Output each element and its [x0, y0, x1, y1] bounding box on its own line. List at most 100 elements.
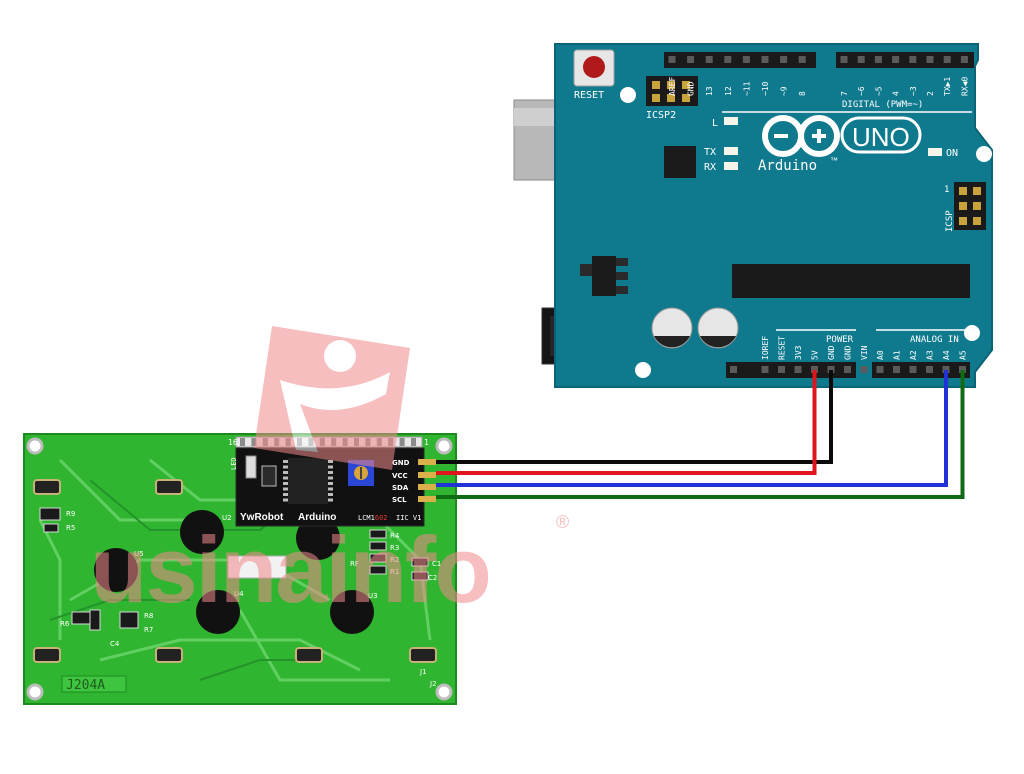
backpack-model-a: LCM1 [358, 514, 375, 522]
header-hole [794, 366, 802, 373]
wire-gnd-to-gnd [436, 370, 833, 464]
component-label: R2 [390, 556, 399, 564]
chip-leg [328, 460, 333, 463]
backpack-jumper [261, 465, 277, 487]
digital-pin-label: ~9 [780, 86, 789, 96]
backpack-model-b: 602 [375, 514, 388, 522]
component-label: U2 [222, 514, 232, 522]
chip-leg [328, 498, 333, 502]
power-pin-label: VIN [860, 345, 869, 360]
component-label: U5 [134, 550, 144, 558]
watermark: usinainfo ® [90, 326, 569, 622]
icsp2-label: ICSP2 [646, 110, 676, 121]
arduino-pcb [554, 43, 993, 388]
smd-component [89, 609, 101, 631]
component-label: C2 [428, 574, 437, 582]
led-on-label: ON [946, 148, 958, 159]
capacitor [697, 307, 739, 349]
led-l-label: L [712, 118, 718, 129]
chip-leg [328, 493, 333, 496]
mount-hole [435, 683, 453, 701]
chip-leg [328, 482, 333, 485]
analog-pin-label: A0 [876, 350, 885, 360]
digital-pin-label: ~5 [874, 86, 883, 96]
header-hole [730, 366, 737, 373]
header-pin [959, 187, 967, 195]
header-pin [652, 81, 660, 89]
analog-pin-label: A3 [926, 350, 935, 360]
header-pin [251, 438, 257, 446]
header-hole [926, 56, 934, 63]
component-label: C1 [432, 560, 441, 568]
header-hole [909, 56, 917, 63]
mount-hole [435, 437, 453, 455]
watermark-registered: ® [556, 512, 569, 532]
header-pin [682, 81, 690, 89]
usb-chip [664, 146, 696, 178]
header-pin [667, 94, 675, 102]
component-label: R5 [66, 524, 75, 532]
smd-component [411, 557, 429, 567]
component-label: J1 [419, 668, 427, 676]
header-hole [844, 366, 851, 373]
header-hole [926, 366, 933, 373]
header-hole [778, 366, 785, 373]
icsp-pin1-label: 1 [944, 185, 949, 195]
power-pin-label: 3V3 [794, 345, 803, 360]
chip-leg [328, 471, 333, 474]
analog-pin-label: A2 [909, 350, 918, 360]
component-label: RF [350, 560, 359, 568]
sticker [227, 555, 287, 579]
wire-scl-to-a5 [436, 370, 965, 499]
backpack-pin-scl [418, 496, 436, 502]
power-label: POWER [826, 335, 854, 345]
smd-component [369, 565, 387, 575]
component-label: R4 [390, 532, 400, 540]
reset-label: RESET [574, 90, 604, 101]
bezel-clip [33, 647, 61, 663]
analog-pin-label: A1 [893, 350, 902, 360]
analog-pin-label: A5 [959, 350, 968, 360]
component-label: R7 [144, 626, 153, 634]
header-pin [667, 81, 675, 89]
wire-vcc-to-5v [436, 370, 817, 475]
chip-leg [283, 487, 288, 491]
header-hole [724, 56, 732, 63]
infinity-icon [762, 115, 840, 157]
component-label: R8 [144, 612, 153, 620]
driver-chip-u3 [330, 590, 374, 634]
header-hole [742, 56, 750, 63]
header-hole [857, 56, 865, 63]
digital-pin-label: AREF [668, 77, 677, 96]
capacitor [651, 307, 693, 349]
mount-hole [635, 362, 651, 378]
driver-chip [296, 516, 340, 560]
mount-hole [976, 146, 992, 162]
smd-component [119, 611, 139, 629]
header-pin [973, 217, 981, 225]
wire-sda-to-a4 [436, 370, 948, 487]
mount-hole [26, 683, 44, 701]
backpack-model-c: IIC V1 [396, 514, 421, 522]
bezel-clip [155, 479, 183, 495]
led-rx-label: RX [704, 162, 716, 173]
svg-text:LCM1602: LCM1602 [358, 514, 388, 522]
backpack-product: Arduino [298, 512, 336, 523]
header-hole [780, 56, 788, 63]
chip-leg [328, 465, 333, 469]
header-pin [240, 438, 245, 446]
smd-component [71, 611, 91, 625]
smd-component [369, 553, 387, 563]
bezel-clip [33, 479, 61, 495]
header-pin [973, 202, 981, 210]
icsp-header: 1 ICSP [944, 182, 986, 232]
digital-pin-label: 4 [892, 91, 901, 96]
analog-pin-label: A4 [942, 350, 951, 360]
status-leds: L TX RX ON [704, 117, 958, 173]
driver-chip-u2 [180, 510, 224, 554]
model-name: UNO [852, 122, 910, 152]
header-hole [960, 56, 968, 63]
chip-leg [283, 465, 288, 469]
